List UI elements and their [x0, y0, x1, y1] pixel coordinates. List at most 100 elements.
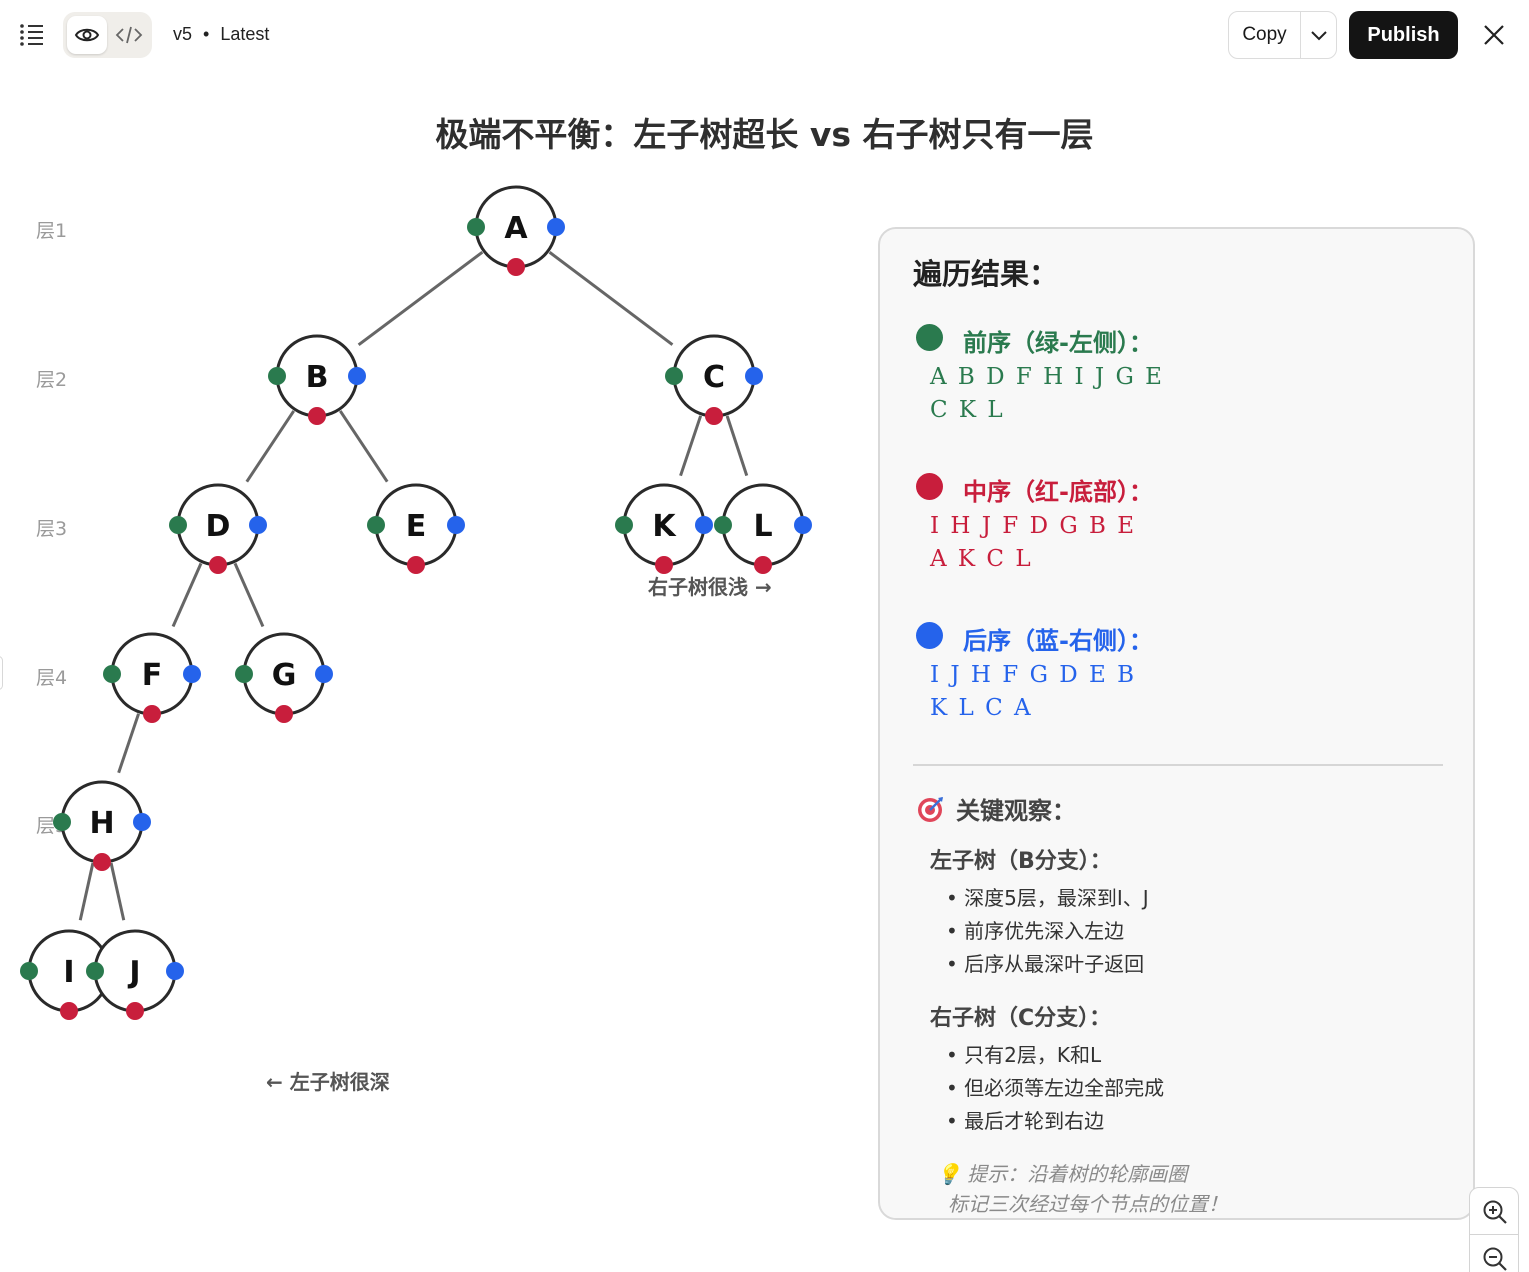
tree-node-I: I: [20, 929, 118, 1020]
code-tab[interactable]: [109, 16, 149, 54]
postorder-sequence-line1: I J H F G D E B: [930, 662, 1137, 688]
zoom-out-button[interactable]: [1480, 1244, 1510, 1272]
tree-node-K: K: [615, 483, 713, 574]
inorder-marker: [60, 1002, 78, 1020]
tree-edge-D-G: [233, 562, 265, 628]
preorder-marker: [367, 516, 385, 534]
postorder-heading: 后序（蓝-右侧）：: [916, 621, 1153, 656]
level-label-4: 层4: [36, 667, 68, 689]
tree-node-L: L: [714, 483, 812, 574]
preorder-marker: [268, 367, 286, 385]
postorder-marker: [794, 516, 812, 534]
node-label: F: [142, 658, 163, 693]
postorder-sequence-line2: K L C A: [930, 695, 1033, 721]
node-label: H: [89, 806, 114, 841]
tip-line-2: 标记三次经过每个节点的位置！: [948, 1192, 1228, 1216]
inorder-marker: [407, 556, 425, 574]
tree-node-B: B: [268, 334, 366, 425]
tree-node-A: A: [467, 185, 565, 276]
tree-node-C: C: [665, 334, 763, 425]
copy-button[interactable]: Copy: [1242, 24, 1287, 45]
tree-edge-B-E: [338, 410, 389, 483]
postorder-marker: [447, 516, 465, 534]
inorder-marker: [126, 1002, 144, 1020]
version-indicator[interactable]: v5 • Latest: [173, 24, 269, 45]
close-button[interactable]: [1478, 19, 1510, 51]
version-number: v5: [173, 24, 193, 44]
version-status: Latest: [220, 24, 270, 44]
level-label-2: 层2: [36, 369, 68, 391]
copy-options-button[interactable]: [1301, 12, 1337, 58]
postorder-label: 后序（蓝-右侧）：: [963, 627, 1153, 655]
postorder-marker: [249, 516, 267, 534]
left-subtree-note: ← 左子树很深: [266, 1070, 390, 1094]
postorder-marker: [695, 516, 713, 534]
preorder-dot-icon: [916, 324, 943, 351]
left-subtree-bullet-2: • 前序优先深入左边: [946, 919, 1125, 943]
inorder-sequence-line2: A K C L: [930, 546, 1033, 572]
tree-edge-C-K: [679, 415, 703, 477]
node-label: K: [652, 509, 677, 544]
code-icon: [115, 26, 143, 44]
tree-edge-A-C: [548, 251, 674, 346]
postorder-marker: [547, 218, 565, 236]
view-mode-toggle: [63, 12, 152, 58]
inorder-label: 中序（红-底部）：: [963, 478, 1153, 506]
inorder-marker: [275, 705, 293, 723]
preorder-sequence-line1: A B D F H I J G E: [930, 364, 1164, 390]
level-label-3: 层3: [36, 518, 68, 540]
preorder-marker: [86, 962, 104, 980]
left-subtree-bullet-1: • 深度5层，最深到I、J: [946, 886, 1149, 910]
postorder-dot-icon: [916, 622, 943, 649]
publish-button[interactable]: Publish: [1349, 11, 1458, 59]
tree-edge-H-I: [78, 862, 95, 921]
inorder-marker: [754, 556, 772, 574]
postorder-marker: [166, 962, 184, 980]
chevron-down-icon: [1311, 31, 1327, 41]
node-label: G: [272, 658, 297, 693]
preorder-marker: [20, 962, 38, 980]
node-label: L: [753, 509, 772, 544]
inorder-marker: [209, 556, 227, 574]
preorder-marker: [235, 665, 253, 683]
node-label: C: [703, 360, 725, 395]
preorder-marker: [467, 218, 485, 236]
node-label: B: [306, 360, 329, 395]
preorder-marker: [169, 516, 187, 534]
tip-line-1: 💡 提示：沿着树的轮廓画圈: [936, 1162, 1188, 1186]
preorder-label: 前序（绿-左侧）：: [963, 329, 1153, 357]
copy-button-group: Copy: [1228, 11, 1337, 59]
preorder-marker: [714, 516, 732, 534]
tree-node-F: F: [103, 632, 201, 723]
tree-edge-A-B: [357, 250, 484, 347]
inorder-heading: 中序（红-底部）：: [916, 472, 1153, 507]
inorder-sequence-line1: I H J F D G B E: [930, 513, 1137, 539]
node-label: D: [206, 509, 231, 544]
postorder-marker: [315, 665, 333, 683]
inorder-marker: [705, 407, 723, 425]
right-subtree-bullet-2: • 但必须等左边全部完成: [946, 1076, 1165, 1100]
observation-heading: 关键观察：: [916, 791, 1076, 826]
zoom-in-button[interactable]: [1480, 1197, 1510, 1227]
copy-divider: [1300, 12, 1301, 58]
preorder-marker: [103, 665, 121, 683]
node-label: E: [406, 509, 427, 544]
tree-node-G: G: [235, 632, 333, 723]
inorder-marker: [507, 258, 525, 276]
tree-edge-F-H: [117, 713, 140, 774]
preorder-sequence-line2: C K L: [930, 397, 1005, 423]
list-icon[interactable]: [18, 20, 46, 50]
tree-edge-H-J: [109, 862, 126, 921]
inorder-dot-icon: [916, 473, 943, 500]
tree-edge-B-D: [245, 410, 296, 483]
inorder-marker: [143, 705, 161, 723]
node-label: J: [127, 955, 140, 990]
level-label-1: 层1: [36, 220, 68, 242]
preview-tab[interactable]: [67, 16, 107, 54]
observation-title: 关键观察：: [956, 797, 1076, 825]
tree-node-E: E: [367, 483, 465, 574]
preorder-heading: 前序（绿-左侧）：: [916, 323, 1153, 358]
tree-edge-D-F: [171, 562, 203, 628]
side-panel-handle[interactable]: [0, 656, 3, 690]
